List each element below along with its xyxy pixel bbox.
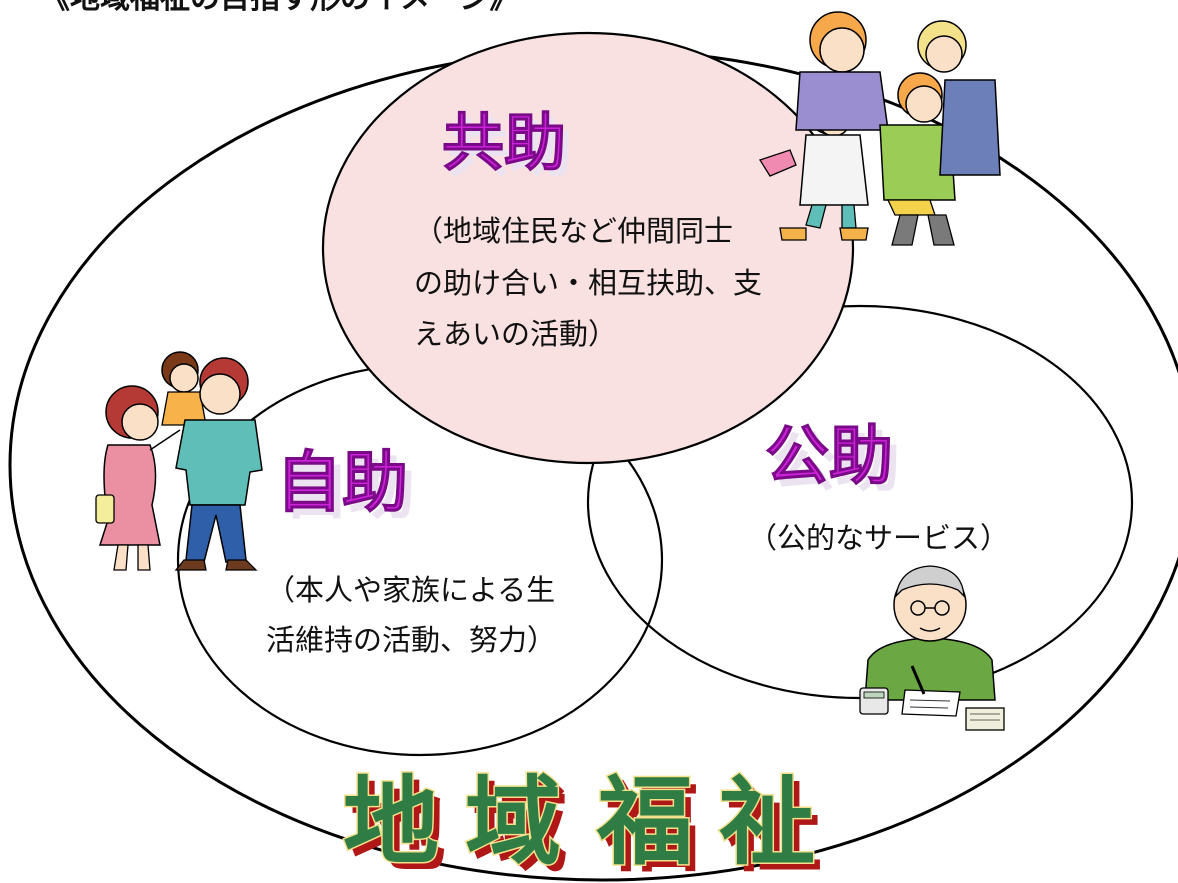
title-char-4: 祉	[719, 765, 815, 878]
kyojo-heading: 共助 共助	[442, 106, 573, 186]
kyojo-line-2: の助け合い・相互扶助、支	[414, 266, 762, 300]
jijo-heading: 自助 自助	[276, 444, 416, 529]
jijo-heading-shadow: 自助	[283, 451, 415, 528]
top-caption: 《地域福祉の目指す形のイメージ》	[40, 0, 519, 16]
title-char-2: 域	[465, 765, 561, 878]
community-welfare-title: 地 域 福 祉 地 域 福 祉	[342, 764, 823, 883]
title-char-3: 福	[596, 765, 693, 878]
title-char-1-shadow: 地	[350, 772, 446, 883]
family-illustration	[95, 351, 263, 571]
desk-worker-illustration	[859, 565, 1005, 731]
kyojo-line-3: えあいの活動）	[414, 317, 617, 351]
title-char-2-shadow: 域	[472, 772, 568, 883]
kojo-line-1: （公的なサービス）	[748, 521, 1009, 555]
kyojo-heading-text: 共助	[442, 106, 566, 179]
kojo-heading: 公助 公助	[765, 420, 901, 502]
children-group-illustration	[759, 11, 1001, 246]
jijo-line-2: 活維持の活動、努力）	[266, 623, 556, 657]
kojo-heading-shadow: 公助	[772, 427, 900, 501]
kyojo-heading-shadow: 共助	[448, 112, 572, 185]
kyojo-circle	[321, 31, 855, 465]
child-figure	[161, 351, 207, 426]
man-figure	[174, 357, 263, 571]
title-char-4-shadow: 祉	[726, 772, 822, 883]
title-char-3-shadow: 福	[603, 772, 700, 883]
kyojo-line-1: （地域住民など仲間同士	[414, 214, 733, 248]
woman-figure	[95, 385, 181, 571]
title-char-1: 地	[343, 765, 439, 878]
kojo-heading-text: 公助	[765, 420, 893, 494]
jijo-heading-text: 自助	[276, 444, 408, 521]
jijo-line-1: （本人や家族による生	[266, 573, 555, 607]
